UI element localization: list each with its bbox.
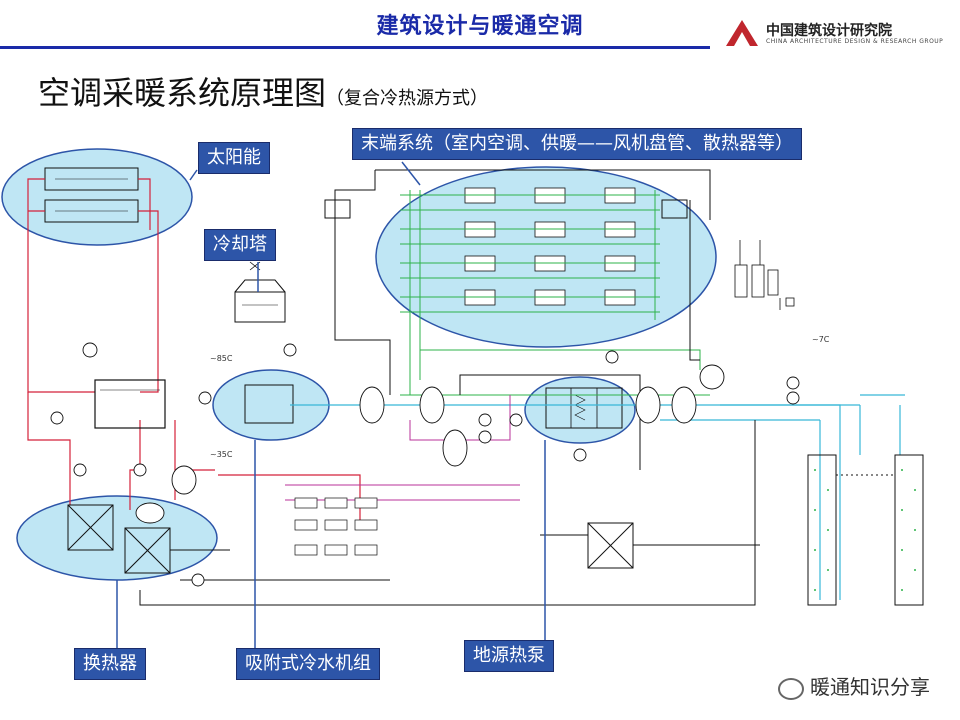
watermark-text: 暖通知识分享 <box>810 675 930 699</box>
valves <box>135 364 725 524</box>
page-title-main: 空调采暖系统原理图 <box>38 74 327 112</box>
logo-en-text: CHINA ARCHITECTURE DESIGN & RESEARCH GRO… <box>766 38 944 45</box>
water-treatment-tanks <box>734 240 795 310</box>
logo: 中国建筑设计研究院 CHINA ARCHITECTURE DESIGN & RE… <box>722 18 952 50</box>
temp-35-label: ~35C <box>210 450 233 459</box>
logo-cn-text: 中国建筑设计研究院 <box>766 23 892 39</box>
ground-source-unit <box>545 387 623 429</box>
logo-mark-icon <box>726 20 758 46</box>
terminal-green-pipes <box>400 190 710 396</box>
heat-exchanger-callout: 换热器 <box>74 648 146 680</box>
cooling-tower <box>234 291 286 323</box>
solar-loop-pipes <box>27 178 361 520</box>
header-rule <box>0 46 710 49</box>
page-title-sub: （复合冷热源方式） <box>326 88 489 109</box>
ground-wells <box>807 454 924 606</box>
terminal-callout: 末端系统（室内空调、供暖——风机盘管、散热器等） <box>352 128 802 160</box>
pumps <box>50 342 800 587</box>
page-title: 空调采暖系统原理图（复合冷热源方式） <box>38 68 488 114</box>
heatexchanger-highlight <box>16 495 218 581</box>
wechat-icon <box>778 677 804 700</box>
lower-terminal-units <box>294 497 378 556</box>
absorption-chiller-callout: 吸附式冷水机组 <box>236 648 380 680</box>
solar-highlight <box>1 148 193 246</box>
ground-source-callout: 地源热泵 <box>464 640 554 672</box>
solar-storage-tank <box>94 379 166 429</box>
ground-well-fill <box>814 469 916 591</box>
heat-exchangers <box>67 504 634 574</box>
black-distribution-pipes <box>324 169 711 470</box>
groundsource-highlight <box>524 376 636 444</box>
temp-7-label: ~7C <box>812 335 830 344</box>
temp-85-label: ~85C <box>210 354 233 363</box>
watermark: 暖通知识分享 <box>778 671 930 700</box>
solar-callout: 太阳能 <box>198 142 270 174</box>
callout-connectors <box>116 161 546 648</box>
bottom-loop-pipes <box>139 420 760 606</box>
slide-header-title: 建筑设计与暖通空调 <box>376 14 584 39</box>
absorption-chiller-box <box>244 384 294 424</box>
cooling-tower-callout: 冷却塔 <box>204 229 276 261</box>
